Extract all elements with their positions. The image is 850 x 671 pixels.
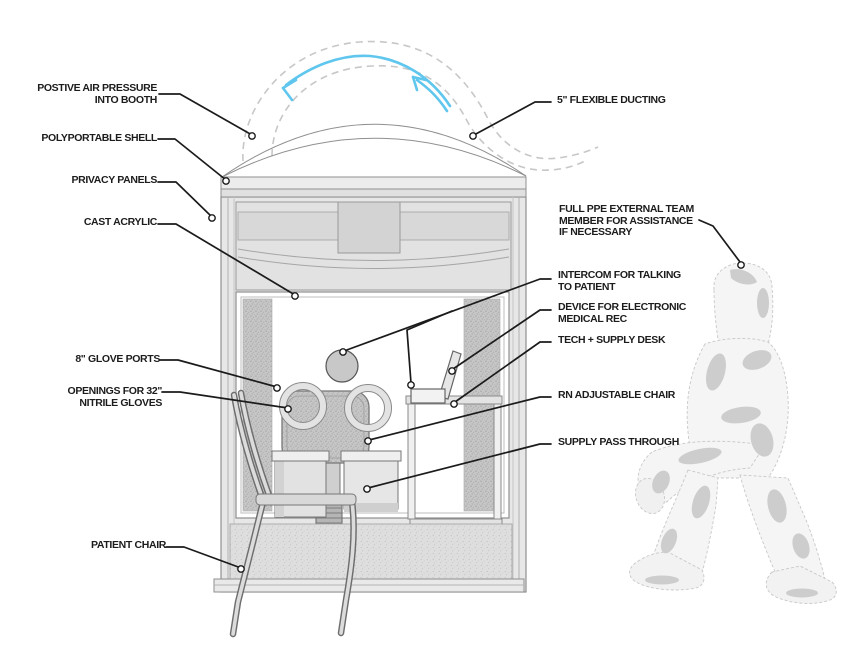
- label-flexible-ducting: 5" FLEXIBLE DUCTING: [557, 94, 666, 106]
- label-polyportable-shell: POLYPORTABLE SHELL: [41, 132, 157, 144]
- label-rn-chair: RN ADJUSTABLE CHAIR: [558, 389, 676, 401]
- leader-lines: [157, 93, 741, 569]
- label-patient-chair: PATIENT CHAIR: [91, 539, 166, 551]
- label-supply-pass: SUPPLY PASS THROUGH: [558, 436, 679, 448]
- ppe-person: [629, 262, 837, 604]
- label-tech-desk: TECH + SUPPLY DESK: [558, 334, 666, 346]
- airflow-arrows: [281, 54, 452, 113]
- booth-header-panel: [235, 201, 512, 291]
- patient-chair: [229, 389, 357, 638]
- label-emr-device: DEVICE FOR ELECTRONIC MEDICAL REC: [558, 301, 686, 325]
- flexible-duct-dashed-path: [242, 40, 599, 171]
- label-intercom: INTERCOM FOR TALKING TO PATIENT: [558, 269, 681, 293]
- label-full-ppe: FULL PPE EXTERNAL TEAM MEMBER FOR ASSIST…: [559, 203, 694, 239]
- label-positive-air-pressure: POSTIVE AIR PRESSURE INTO BOOTH: [37, 82, 157, 106]
- emr-device: [410, 350, 462, 404]
- supply-pass-through: [271, 450, 402, 518]
- tech-supply-desk: [405, 395, 503, 528]
- booth-base: [213, 523, 525, 593]
- label-privacy-panels: PRIVACY PANELS: [71, 174, 157, 186]
- label-glove-ports: 8" GLOVE PORTS: [75, 353, 160, 365]
- label-cast-acrylic: CAST ACRYLIC: [83, 216, 158, 228]
- glove-ports: [279, 382, 392, 432]
- label-nitrile-gloves: OPENINGS FOR 32" NITRILE GLOVES: [67, 385, 163, 409]
- leader-endpoints: [208, 132, 745, 573]
- dome-roof: [221, 123, 527, 178]
